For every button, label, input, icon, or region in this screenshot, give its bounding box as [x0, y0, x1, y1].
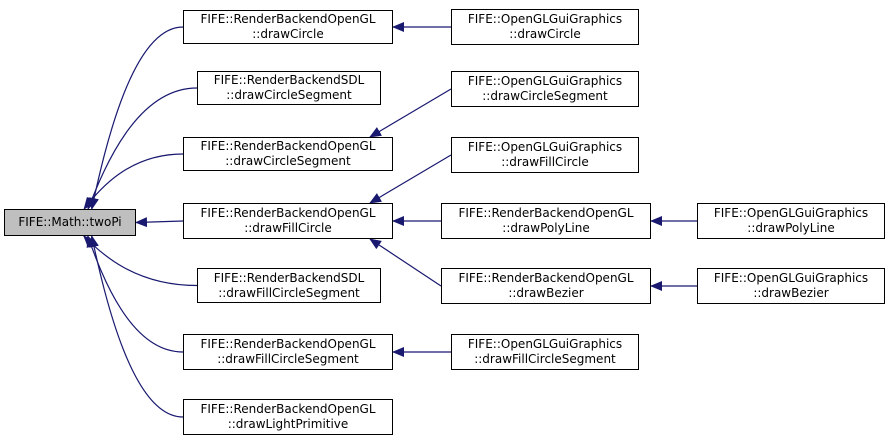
node-label-line1: FIFE::OpenGLGuiGraphics [467, 337, 623, 351]
node-label-line2: ::drawCircleSegment [226, 88, 352, 102]
node-label-line1: FIFE::RenderBackendSDL [213, 73, 365, 87]
node-label-line1: FIFE::RenderBackendOpenGL [200, 12, 376, 26]
edge-rbo_drawLightPrimitive-to-root [89, 235, 184, 418]
node-renderbackendopengl-drawpolyline[interactable]: FIFE::RenderBackendOpenGL ::drawPolyLine [441, 203, 651, 239]
node-label-line2: ::drawFillCircle [501, 155, 589, 169]
node-label-line1: FIFE::RenderBackendOpenGL [458, 206, 634, 220]
edge-oggg_drawFillCircle-to-rbo_drawFillCircle [369, 154, 452, 204]
node-label-line1: FIFE::RenderBackendOpenGL [458, 271, 634, 285]
node-renderbackendopengl-drawfillcirclesegment[interactable]: FIFE::RenderBackendOpenGL ::drawFillCirc… [183, 334, 393, 370]
node-label-line2: ::drawFillCircleSegment [218, 285, 360, 300]
node-label-line2: ::drawCircleSegment [225, 154, 351, 168]
node-renderbackendopengl-drawlightprimitive[interactable]: FIFE::RenderBackendOpenGL ::drawLightPri… [183, 399, 393, 435]
node-label-line1: FIFE::RenderBackendOpenGL [200, 337, 376, 351]
node-renderbackendsdl-drawfillcirclesegment[interactable]: FIFE::RenderBackendSDL ::drawFillCircleS… [197, 268, 381, 303]
edge-rbo_drawFillCircleSegment-to-root [86, 235, 184, 353]
node-label-line2: ::drawCircle [509, 27, 581, 41]
edge-rbo_drawCircleSegment-to-root [83, 153, 184, 210]
node-openglguigraphics-drawfillcirclesegment[interactable]: FIFE::OpenGLGuiGraphics ::drawFillCircle… [451, 334, 639, 370]
node-label-line1: FIFE::OpenGLGuiGraphics [467, 140, 623, 154]
node-label: FIFE::Math::twoPi [18, 215, 122, 229]
node-openglguigraphics-drawbezier[interactable]: FIFE::OpenGLGuiGraphics ::drawBezier [697, 268, 885, 304]
node-renderbackendsdl-drawcirclesegment[interactable]: FIFE::RenderBackendSDL ::drawCircleSegme… [197, 71, 381, 105]
node-label-line2: ::drawCircle [252, 27, 324, 41]
node-renderbackendopengl-drawbezier[interactable]: FIFE::RenderBackendOpenGL ::drawBezier [441, 268, 651, 304]
edge-rbs_drawFillCircleSegment-to-root [83, 235, 198, 287]
node-label-line2: ::drawPolyLine [502, 221, 590, 235]
node-label-line2: ::drawPolyLine [747, 221, 835, 235]
edge-rbs_drawCircleSegment-to-root [87, 87, 198, 210]
node-label-line2: ::drawLightPrimitive [227, 417, 349, 431]
node-openglguigraphics-drawcircle[interactable]: FIFE::OpenGLGuiGraphics ::drawCircle [451, 9, 639, 45]
node-label-line1: FIFE::OpenGLGuiGraphics [713, 271, 869, 285]
node-openglguigraphics-drawfillcircle[interactable]: FIFE::OpenGLGuiGraphics ::drawFillCircle [451, 137, 639, 173]
node-openglguigraphics-drawpolyline[interactable]: FIFE::OpenGLGuiGraphics ::drawPolyLine [697, 203, 885, 239]
node-label-line2: ::drawCircleSegment [482, 89, 608, 103]
node-renderbackendopengl-drawcircle[interactable]: FIFE::RenderBackendOpenGL ::drawCircle [183, 10, 393, 44]
node-label-line1: FIFE::RenderBackendOpenGL [200, 402, 376, 416]
node-label-line2: ::drawBezier [753, 286, 829, 300]
node-label-line1: FIFE::OpenGLGuiGraphics [467, 12, 623, 26]
node-label-line1: FIFE::RenderBackendOpenGL [200, 139, 376, 153]
node-renderbackendopengl-drawcirclesegment[interactable]: FIFE::RenderBackendOpenGL ::drawCircleSe… [183, 137, 393, 171]
edge-rbo_drawBezier-to-rbo_drawFillCircle [369, 238, 442, 287]
node-label-line2: ::drawFillCircle [244, 221, 332, 235]
node-label-line2: ::drawFillCircleSegment [217, 352, 359, 366]
node-label-line2: ::drawBezier [508, 286, 584, 300]
node-openglguigraphics-drawcirclesegment[interactable]: FIFE::OpenGLGuiGraphics ::drawCircleSegm… [451, 71, 639, 107]
node-label-line1: FIFE::RenderBackendSDL [213, 270, 365, 285]
edge-oggg_drawCircleSegment-to-rbo_drawCircleSegment [369, 88, 452, 138]
edge-rbo_drawCircle-to-root [89, 26, 184, 210]
node-fife-math-twopi: FIFE::Math::twoPi [4, 209, 136, 236]
node-label-line1: FIFE::OpenGLGuiGraphics [467, 74, 623, 88]
edge-rbo_drawFillCircle-to-root [135, 217, 184, 228]
node-label-line1: FIFE::RenderBackendOpenGL [200, 206, 376, 220]
node-label-line1: FIFE::OpenGLGuiGraphics [713, 206, 869, 220]
node-renderbackendopengl-drawfillcircle[interactable]: FIFE::RenderBackendOpenGL ::drawFillCirc… [183, 203, 393, 239]
node-label-line2: ::drawFillCircleSegment [474, 352, 616, 366]
